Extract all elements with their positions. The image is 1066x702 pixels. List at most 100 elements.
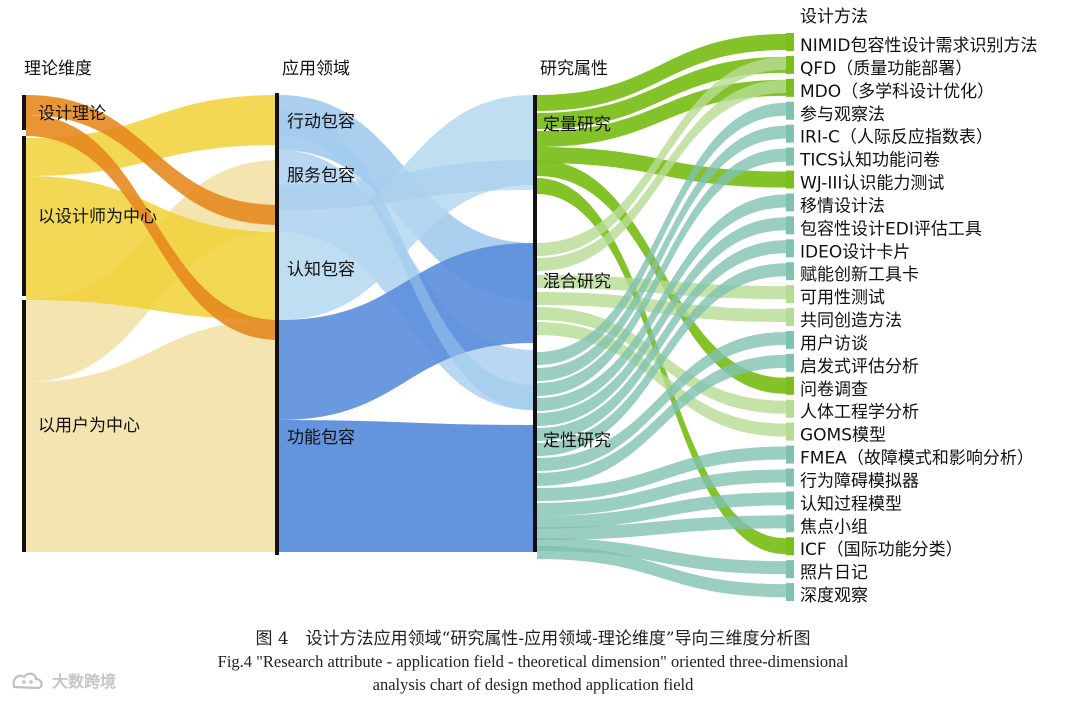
- link-attr-to-method-13: [537, 331, 786, 471]
- link-attr-to-method-18: [537, 446, 786, 501]
- method-label: 照片日记: [800, 563, 868, 583]
- method-label: 移情设计法: [800, 196, 885, 216]
- node-label-function-inclusion: 功能包容: [287, 428, 355, 448]
- method-label: 启发式评估分析: [800, 357, 919, 377]
- bar-field: [275, 93, 279, 555]
- method-label: ICF（国际功能分类）: [800, 540, 963, 560]
- node-label-quantitative: 定量研究: [543, 115, 611, 135]
- method-label: QFD（质量功能部署）: [800, 59, 972, 79]
- method-label: 共同创造方法: [800, 311, 902, 331]
- figure-caption-english-line2: analysis chart of design method applicat…: [372, 675, 694, 694]
- node-bars: [22, 33, 794, 602]
- node-label-cognitive-inclusion: 认知包容: [287, 260, 355, 280]
- link-cognitive-quant: [279, 95, 533, 320]
- link-theory-cognitive: [26, 95, 279, 225]
- method-node-10: [786, 262, 794, 281]
- figure-caption-chinese: 图 4 设计方法应用领域“研究属性-应用领域-理论维度”导向三维度分析图: [255, 629, 811, 649]
- method-label: 参与观察法: [800, 105, 885, 125]
- method-node-21: [786, 514, 794, 533]
- bar-attribute: [533, 95, 537, 552]
- method-label: IRI-C（人际反应指数表）: [800, 128, 993, 148]
- method-node-12: [786, 308, 794, 327]
- sankey-diagram: 理论维度 应用领域 研究属性 设计方法 设计理论 以设计师为中心 以用户为中心 …: [22, 7, 1038, 606]
- method-node-16: [786, 399, 794, 418]
- link-attr-to-method-8: [537, 217, 786, 426]
- link-theory-function: [26, 115, 279, 340]
- method-label: 问卷调查: [800, 380, 868, 400]
- method-node-4: [786, 124, 794, 143]
- link-attr-to-method-1: [537, 56, 786, 256]
- method-node-13: [786, 330, 794, 349]
- link-attr-to-method-2: [537, 79, 786, 271]
- method-label: 焦点小组: [800, 517, 868, 537]
- method-label: GOMS模型: [800, 426, 886, 446]
- figure-caption-english-line1: Fig.4 "Research attribute - application …: [217, 652, 849, 671]
- node-label-mixed: 混合研究: [543, 272, 611, 292]
- node-label-action-inclusion: 行动包容: [287, 112, 355, 132]
- link-attr-to-method-20: [537, 492, 786, 529]
- method-label: TICS认知功能问卷: [799, 151, 940, 171]
- method-label: 人体工程学分析: [800, 403, 919, 423]
- method-label: 赋能创新工具卡: [800, 265, 919, 285]
- method-node-1: [786, 55, 794, 74]
- link-attr-to-method-7: [537, 194, 786, 411]
- bar-theory: [22, 95, 26, 130]
- link-designer-cognitive: [26, 176, 279, 320]
- bar-designer-centered: [22, 136, 26, 296]
- link-attr-to-method-21: [537, 515, 786, 540]
- link-attr-to-method-0: [537, 34, 786, 111]
- method-node-24: [786, 583, 794, 602]
- link-attr-to-method-5: [537, 148, 786, 396]
- link-function-mixed: [279, 243, 533, 420]
- watermark-logo-icon: [12, 672, 43, 690]
- column-title-field: 应用领域: [282, 59, 350, 79]
- method-label: 可用性测试: [800, 288, 885, 308]
- method-node-14: [786, 353, 794, 372]
- method-node-17: [786, 422, 794, 441]
- method-label: 深度观察: [800, 586, 868, 606]
- method-labels: NIMID包容性设计需求识别方法 QFD（质量功能部署） MDO（多学科设计优化） 参…: [799, 36, 1038, 606]
- method-label: 包容性设计EDI评估工具: [800, 219, 982, 239]
- method-node-23: [786, 560, 794, 579]
- link-attr-to-method-4: [537, 125, 786, 382]
- method-node-2: [786, 78, 794, 97]
- node-label-service-inclusion: 服务包容: [287, 166, 355, 186]
- method-node-0: [786, 33, 794, 51]
- bar-user-centered: [22, 300, 26, 552]
- method-label: NIMID包容性设计需求识别方法: [800, 36, 1038, 56]
- links-attribute-to-method: [537, 34, 786, 598]
- column-title-attribute: 研究属性: [540, 59, 608, 79]
- node-label-theory: 设计理论: [38, 104, 106, 124]
- method-node-20: [786, 491, 794, 510]
- method-node-6: [786, 170, 794, 189]
- link-action-qual: [279, 110, 533, 410]
- link-function-qual: [279, 420, 533, 552]
- node-label-qualitative: 定性研究: [543, 431, 611, 451]
- method-node-22: [786, 537, 794, 556]
- method-label: IDEO设计卡片: [800, 242, 910, 262]
- method-node-19: [786, 468, 794, 487]
- link-attr-to-method-17: [537, 322, 786, 437]
- link-attr-to-method-2: [537, 79, 786, 147]
- method-node-8: [786, 216, 794, 235]
- link-user-function: [26, 320, 279, 552]
- link-attr-to-method-1: [537, 56, 786, 129]
- method-label: 用户访谈: [800, 334, 868, 354]
- node-label-user-centered: 以用户为中心: [38, 416, 140, 436]
- method-node-18: [786, 445, 794, 464]
- method-node-3: [786, 101, 794, 120]
- link-attr-to-method-14: [537, 354, 786, 486]
- watermark-text: 大数跨境: [52, 672, 117, 691]
- method-label: WJ-III认识能力测试: [800, 174, 944, 194]
- method-node-15: [786, 376, 794, 395]
- links-theory-to-field: [26, 95, 279, 552]
- node-label-designer-centered: 以设计师为中心: [38, 207, 157, 227]
- link-attr-to-method-3: [537, 102, 786, 365]
- method-label: MDO（多学科设计优化）: [800, 82, 994, 102]
- method-label: 认知过程模型: [800, 494, 902, 514]
- link-attr-to-method-19: [537, 469, 786, 516]
- link-attr-to-method-23: [537, 538, 786, 575]
- method-label: FMEA（故障模式和影响分析）: [800, 449, 1034, 469]
- watermark: 大数跨境: [10, 668, 116, 692]
- link-attr-to-method-10: [537, 263, 786, 456]
